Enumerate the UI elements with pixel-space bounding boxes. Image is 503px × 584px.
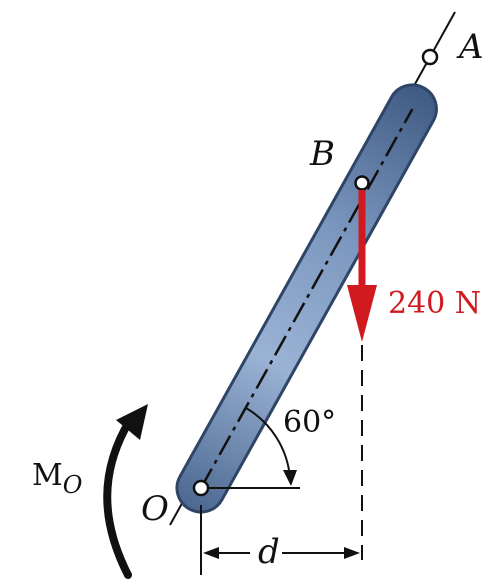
force-label: 240 N bbox=[388, 286, 481, 321]
distance-label: d bbox=[258, 532, 280, 572]
angle-label: 60° bbox=[283, 405, 336, 440]
pin-b bbox=[354, 175, 370, 191]
pin-a bbox=[421, 48, 439, 66]
moment-arrow bbox=[103, 416, 134, 579]
label-b: B bbox=[309, 134, 335, 174]
moment-arrowhead bbox=[116, 404, 148, 440]
label-o: O bbox=[141, 489, 169, 529]
moment-label-main: M bbox=[32, 458, 63, 493]
moment-label-sub: O bbox=[63, 471, 83, 499]
pin-o bbox=[192, 479, 210, 497]
rod-centerline bbox=[199, 108, 414, 489]
force-arrow bbox=[347, 190, 377, 342]
label-a: A bbox=[456, 27, 484, 67]
moment-label: MO bbox=[32, 458, 83, 499]
dimension-arrow-d bbox=[203, 547, 360, 559]
angle-arrowhead bbox=[283, 470, 297, 486]
angle-arc bbox=[245, 407, 291, 479]
